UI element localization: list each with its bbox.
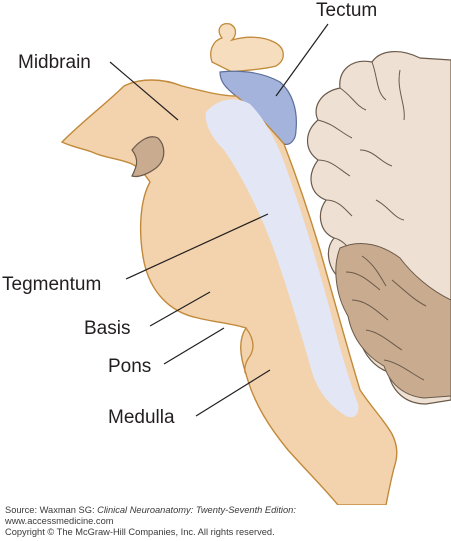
tegmentum-core bbox=[205, 99, 359, 418]
tectum-region bbox=[219, 70, 297, 145]
medulla-label: Medulla bbox=[108, 407, 175, 428]
basis-label: Basis bbox=[84, 318, 130, 339]
medulla-leader bbox=[195, 369, 271, 417]
tectum-label: Tectum bbox=[316, 0, 377, 21]
source-line: Source: Waxman SG: Clinical Neuroanatomy… bbox=[5, 505, 445, 516]
copyright-line: Copyright © The McGraw-Hill Companies, I… bbox=[5, 527, 275, 537]
tectum-leader bbox=[275, 23, 329, 97]
leader-lines bbox=[109, 23, 329, 417]
brainstem-diagram: Tectum Midbrain Tegmentum Basis Pons Med… bbox=[2, 0, 451, 505]
tegmentum-leader bbox=[125, 213, 269, 280]
pons-label: Pons bbox=[108, 356, 151, 377]
cerebellum-lower-lobe bbox=[335, 242, 451, 399]
midbrain-leader bbox=[109, 61, 179, 121]
source-prefix: Source: Waxman SG: bbox=[5, 505, 98, 515]
brainstem-body bbox=[60, 79, 398, 505]
pons-leader bbox=[163, 327, 225, 365]
tegmentum-label: Tegmentum bbox=[2, 274, 101, 295]
peduncle-notch bbox=[131, 136, 165, 178]
basis-leader bbox=[149, 291, 211, 327]
cerebellum-lower-folia bbox=[345, 255, 427, 381]
pineal-body bbox=[210, 23, 284, 73]
pons-medulla-bulge bbox=[244, 327, 254, 375]
midbrain-label: Midbrain bbox=[18, 52, 91, 73]
figure-caption: Source: Waxman SG: Clinical Neuroanatomy… bbox=[5, 505, 445, 538]
source-title: Clinical Neuroanatomy: Twenty-Seventh Ed… bbox=[97, 505, 296, 515]
source-url: www.accessmedicine.com bbox=[5, 516, 114, 526]
